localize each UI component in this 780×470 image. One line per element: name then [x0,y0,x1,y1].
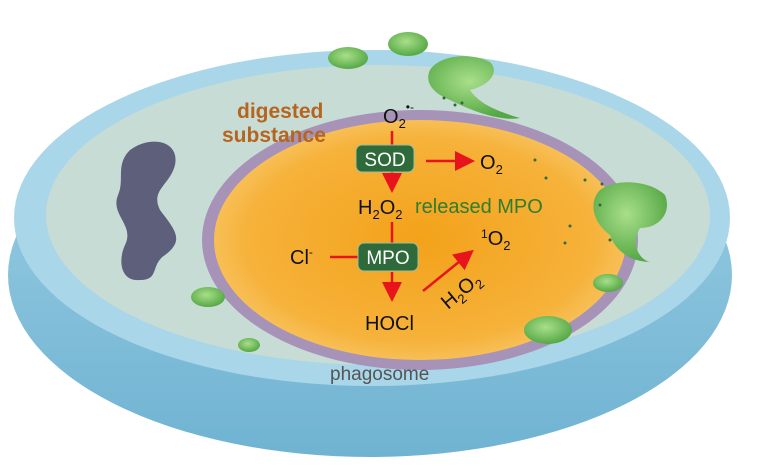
mpo-box [357,242,419,272]
granule [524,316,572,344]
granule [191,287,225,307]
released-mpo-dots [442,96,612,245]
chloride-label: Cl- [290,245,313,269]
mpo-label: MPO [366,248,409,269]
h2o2-label: H2O2 [358,197,402,222]
granule-fusing [428,56,520,119]
granule [593,274,623,292]
granule [238,338,260,352]
reaction-arrows [330,131,475,302]
sod-box [355,144,415,173]
oxygen-label: O2 [480,152,503,177]
substance-label-text: substance [222,124,326,147]
arrow-hocl-to-singlet-o2 [422,249,474,292]
superoxide-label: O2•- [383,100,414,131]
hocl-label: HOCl [365,313,414,335]
digested-label: digested [237,100,323,123]
granule [328,47,368,69]
phagosome-lumen [214,120,626,360]
granules [191,32,668,352]
granule [388,32,428,56]
phagosome-label: phagosome [330,364,429,385]
sod-label: SOD [364,150,405,171]
singlet-oxygen-label: 1O2 [481,227,510,253]
granule-fusing [593,182,668,262]
released-mpo-label: released MPO [415,196,543,218]
nucleus [116,141,177,281]
